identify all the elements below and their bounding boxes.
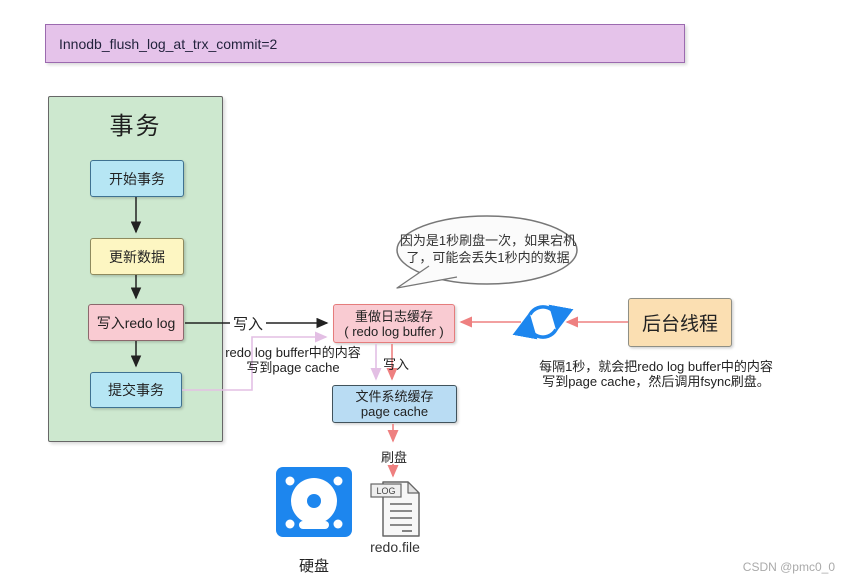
- commit-note-line1: redo log buffer中的内容: [225, 345, 361, 360]
- parameter-banner-text: Innodb_flush_log_at_trx_commit=2: [59, 35, 278, 52]
- write-to-cache-label: 写入: [383, 357, 410, 372]
- flush-disk-label: 刷盘: [380, 450, 407, 465]
- parameter-banner: Innodb_flush_log_at_trx_commit=2: [45, 24, 685, 63]
- write-to-buffer-label: 写入: [230, 313, 267, 334]
- step-label: 更新数据: [109, 248, 165, 265]
- page-cache-line2: page cache: [360, 404, 429, 419]
- thread-note-line1: 每隔1秒，就会把redo log buffer中的内容: [539, 359, 773, 374]
- thread-note-line2: 写到page cache，然后调用fsync刷盘。: [542, 374, 770, 389]
- hard-disk-icon: [276, 467, 352, 537]
- log-badge-text: LOG: [376, 486, 395, 496]
- speech-bubble-line2: 了，可能会丢失1秒内的数据: [406, 250, 570, 265]
- step-label: 提交事务: [108, 382, 164, 398]
- transaction-title: 事务: [109, 113, 162, 140]
- background-thread-label: 后台线程: [641, 314, 718, 335]
- redo-log-buffer-node: 重做日志缓存 ( redo log buffer ): [333, 304, 455, 343]
- step-write-redo-log: 写入redo log: [88, 304, 184, 341]
- redo-log-buffer-line1: 重做日志缓存: [354, 308, 433, 324]
- redo-log-buffer-line2: ( redo log buffer ): [344, 323, 444, 339]
- thread-note: 每隔1秒，就会把redo log buffer中的内容 写到page cache…: [533, 359, 779, 389]
- commit-note: redo log buffer中的内容 写到page cache: [211, 345, 375, 375]
- speech-bubble-line1: 因为是1秒刷盘一次，如果宕机: [399, 233, 577, 248]
- commit-note-line2: 写到page cache: [246, 360, 340, 375]
- step-begin-transaction: 开始事务: [90, 160, 184, 197]
- redo-file-label: redo.file: [370, 539, 420, 555]
- log-file-icon: LOG: [370, 481, 420, 537]
- speech-bubble-text: 因为是1秒刷盘一次，如果宕机 了，可能会丢失1秒内的数据: [398, 232, 578, 266]
- step-commit-transaction: 提交事务: [90, 372, 182, 408]
- step-label: 写入redo log: [96, 314, 176, 331]
- page-cache-line1: 文件系统缓存: [355, 389, 434, 404]
- sync-loop-icon: [512, 304, 574, 340]
- page-cache-node: 文件系统缓存 page cache: [332, 385, 457, 423]
- step-label: 开始事务: [109, 170, 165, 187]
- disk-label: 硬盘: [298, 558, 329, 575]
- watermark: CSDN @pmc0_0: [742, 560, 835, 574]
- step-update-data: 更新数据: [90, 238, 184, 275]
- background-thread-node: 后台线程: [628, 298, 732, 347]
